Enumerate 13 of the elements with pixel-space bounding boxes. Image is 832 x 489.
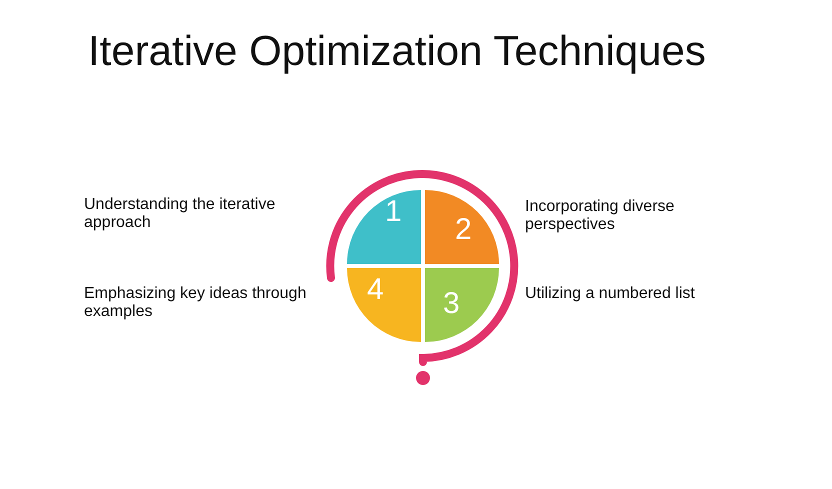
description-text: Understanding the iterative approach — [84, 196, 276, 232]
piece-number: 3 — [443, 288, 460, 320]
puzzle-piece — [347, 190, 421, 264]
piece-number: 2 — [455, 214, 472, 246]
puzzle-piece — [425, 268, 499, 342]
description-text: Emphasizing key ideas through examples — [84, 285, 308, 321]
puzzle-piece — [425, 190, 499, 264]
description-text: Utilizing a numbered list — [525, 285, 696, 303]
title: Iterative Optimization Techniques — [88, 28, 706, 74]
puzzle-piece — [347, 268, 421, 342]
piece-number: 4 — [367, 274, 384, 306]
piece-number: 1 — [385, 196, 402, 228]
description-text: Incorporating diverse perspectives — [525, 198, 676, 234]
